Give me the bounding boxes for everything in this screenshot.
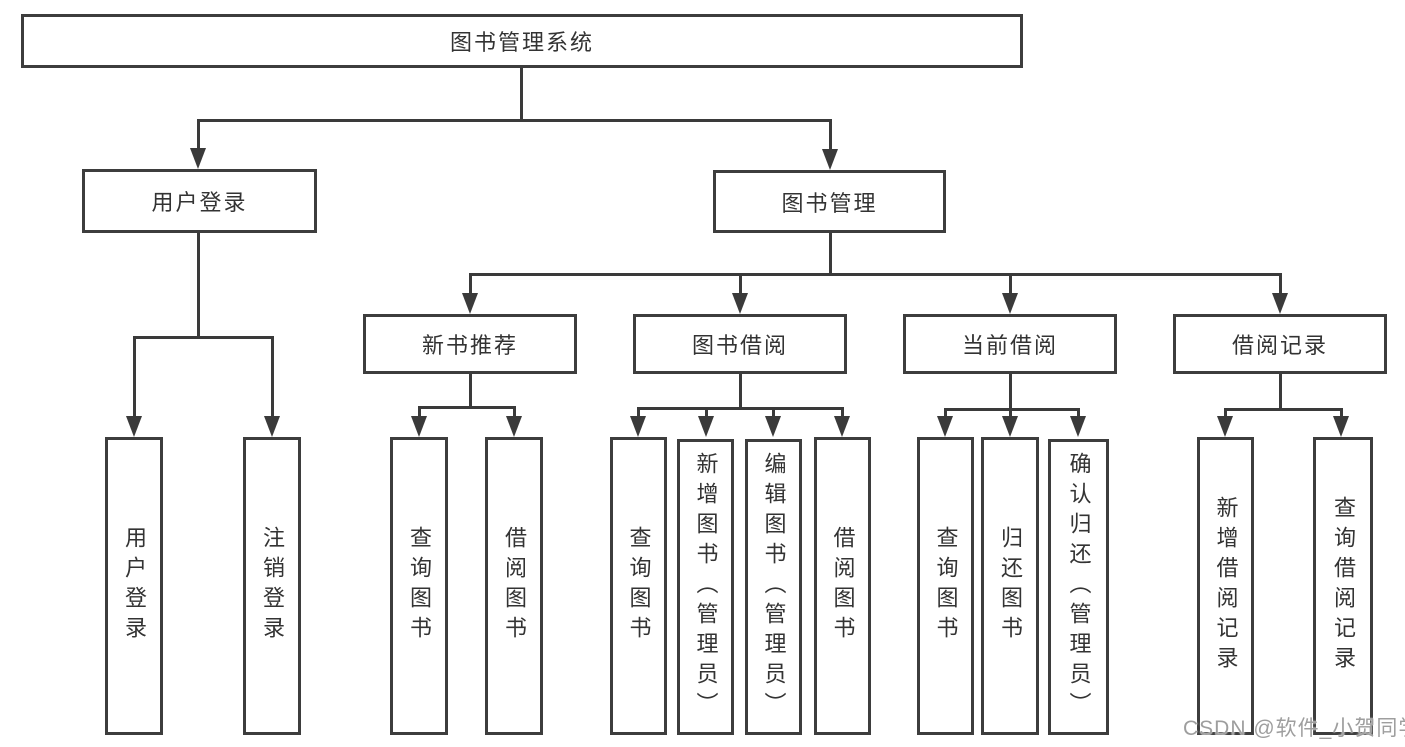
- connector-leaf-drop: [469, 273, 472, 295]
- leaf-cb-query-books-label: 查询图书: [933, 526, 959, 646]
- connector-leaf-drop: [1340, 408, 1343, 420]
- arrow-down-icon: [1217, 416, 1233, 437]
- connector-new-book-rec-rail: [418, 406, 516, 409]
- connector-leaf-drop: [1009, 273, 1012, 295]
- connector-root-drop: [520, 68, 523, 121]
- connector-leaf-drop: [133, 336, 136, 420]
- leaf-cb-confirm-return: 确认归还（管理员）: [1048, 439, 1109, 735]
- node-book-borrow-label: 图书借阅: [691, 333, 788, 358]
- arrow-down-icon: [1070, 416, 1086, 437]
- arrow-down-icon: [190, 148, 206, 169]
- leaf-cb-query-books: 查询图书: [917, 437, 974, 735]
- leaf-nb-query-books: 查询图书: [390, 437, 448, 735]
- arrow-down-icon: [264, 416, 280, 437]
- leaf-user-login: 用户登录: [105, 437, 163, 735]
- node-new-book-rec: 新书推荐: [363, 314, 577, 374]
- leaf-br-query-record: 查询借阅记录: [1313, 437, 1373, 735]
- node-borrow-record: 借阅记录: [1173, 314, 1387, 374]
- connector-user-login-drop: [197, 119, 200, 153]
- connector-leaf-drop: [1224, 408, 1227, 420]
- connector-leaf-drop: [944, 408, 947, 420]
- connector-book-borrow-rail: [637, 407, 844, 410]
- connector-leaf-drop: [271, 336, 274, 420]
- arrow-down-icon: [1002, 293, 1018, 314]
- arrow-down-icon: [506, 416, 522, 437]
- watermark: CSDN @软件_小贺同学: [1183, 717, 1405, 740]
- connector-leaf-drop: [772, 407, 775, 420]
- leaf-logout-label: 注销登录: [260, 526, 285, 646]
- connector-new-book-rec-stem: [469, 374, 472, 409]
- connector-leaf-drop: [739, 273, 742, 295]
- leaf-logout: 注销登录: [243, 437, 301, 735]
- node-borrow-record-label: 借阅记录: [1231, 333, 1328, 358]
- connector-user-login-rail: [133, 336, 274, 339]
- leaf-br-add-record: 新增借阅记录: [1197, 437, 1254, 735]
- node-current-borrow: 当前借阅: [903, 314, 1117, 374]
- connector-level2-rail: [197, 119, 831, 122]
- node-book-mgmt-label: 图书管理: [781, 190, 878, 216]
- node-book-mgmt: 图书管理: [713, 170, 946, 233]
- node-new-book-rec-label: 新书推荐: [421, 333, 518, 358]
- connector-leaf-drop: [637, 407, 640, 420]
- connector-leaf-drop: [1279, 273, 1282, 295]
- connector-book-borrow-stem: [739, 374, 742, 410]
- leaf-bb-add-books-label: 新增图书（管理员）: [693, 452, 719, 722]
- leaf-nb-borrow-books-label: 借阅图书: [502, 526, 527, 646]
- connector-leaf-drop: [1077, 408, 1080, 420]
- connector-leaf-drop: [841, 407, 844, 420]
- arrow-down-icon: [937, 416, 953, 437]
- connector-current-borrow-stem: [1009, 374, 1012, 411]
- connector-borrow-record-stem: [1279, 374, 1282, 411]
- connector-leaf-drop: [1009, 408, 1012, 420]
- arrow-down-icon: [732, 293, 748, 314]
- node-root: 图书管理系统: [21, 14, 1023, 68]
- arrow-down-icon: [411, 416, 427, 437]
- arrow-down-icon: [834, 416, 850, 437]
- arrow-down-icon: [1002, 416, 1018, 437]
- node-user-login: 用户登录: [82, 169, 317, 233]
- arrow-down-icon: [630, 416, 646, 437]
- leaf-nb-borrow-books: 借阅图书: [485, 437, 543, 735]
- arrow-down-icon: [462, 293, 478, 314]
- leaf-bb-query-books: 查询图书: [610, 437, 667, 735]
- leaf-bb-borrow-books: 借阅图书: [814, 437, 871, 735]
- node-current-borrow-label: 当前借阅: [961, 333, 1058, 358]
- leaf-bb-borrow-books-label: 借阅图书: [830, 526, 856, 646]
- leaf-cb-return-books-label: 归还图书: [998, 526, 1023, 646]
- leaf-br-add-record-label: 新增借阅记录: [1213, 496, 1239, 676]
- arrow-down-icon: [126, 416, 142, 437]
- connector-leaf-drop: [513, 406, 516, 420]
- leaf-cb-return-books: 归还图书: [981, 437, 1039, 735]
- leaf-br-query-record-label: 查询借阅记录: [1331, 496, 1356, 676]
- connector-level3-rail: [469, 273, 1281, 276]
- leaf-bb-edit-books-label: 编辑图书（管理员）: [761, 452, 787, 722]
- node-user-login-label: 用户登录: [151, 190, 248, 215]
- arrow-down-icon: [1272, 293, 1288, 314]
- arrow-down-icon: [1333, 416, 1349, 437]
- connector-borrow-record-rail: [1224, 408, 1342, 411]
- connector-leaf-drop: [418, 406, 421, 420]
- leaf-nb-query-books-label: 查询图书: [407, 526, 432, 646]
- leaf-cb-confirm-return-label: 确认归还（管理员）: [1066, 452, 1092, 722]
- connector-leaf-drop: [705, 407, 708, 420]
- arrow-down-icon: [765, 416, 781, 437]
- leaf-bb-edit-books: 编辑图书（管理员）: [745, 439, 802, 735]
- node-root-label: 图书管理系统: [449, 30, 594, 55]
- leaf-bb-query-books-label: 查询图书: [626, 526, 652, 646]
- connector-book-mgmt-drop: [829, 119, 832, 153]
- arrow-down-icon: [698, 416, 714, 437]
- connector-book-mgmt-stem: [829, 233, 832, 276]
- leaf-bb-add-books: 新增图书（管理员）: [677, 439, 734, 735]
- connector-user-login-stem: [197, 233, 200, 339]
- arrow-down-icon: [822, 149, 838, 170]
- leaf-user-login-label: 用户登录: [122, 526, 147, 646]
- node-book-borrow: 图书借阅: [633, 314, 847, 374]
